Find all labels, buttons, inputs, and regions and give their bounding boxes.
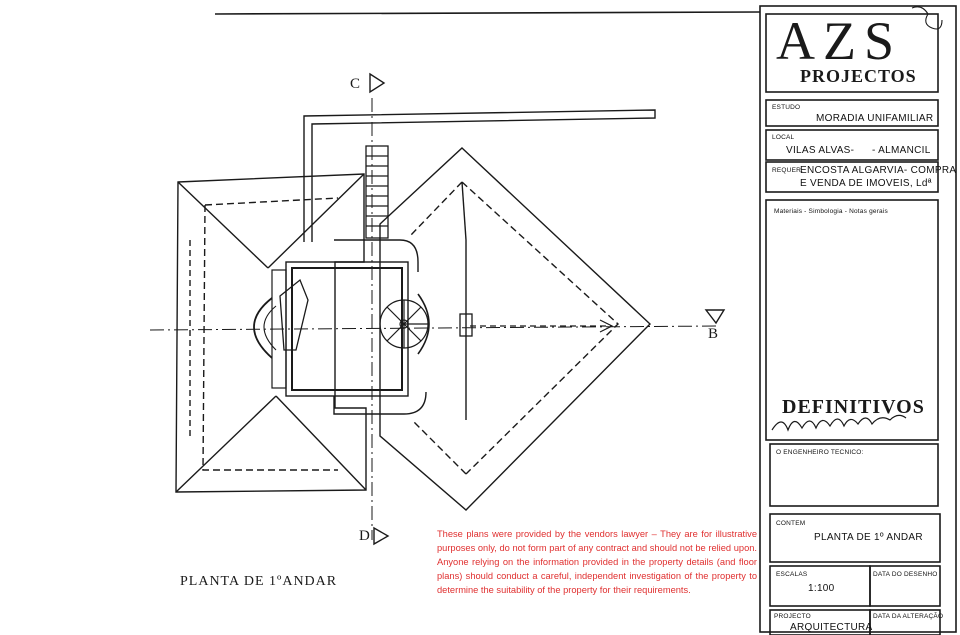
corner-stamp	[911, 6, 943, 30]
requer-value-1: ENCOSTA ALGARVIA- COMPRA	[800, 165, 957, 176]
section-d-label: D	[359, 528, 370, 544]
bathroom-fixture	[279, 278, 309, 351]
company-logo: AZS	[776, 11, 903, 71]
section-c-arrow	[369, 72, 386, 94]
status-stamp: DEFINITIVOS	[782, 396, 925, 418]
sheet-top-border	[214, 11, 761, 15]
projecto-value: ARQUITECTURA	[790, 622, 873, 633]
contem-value: PLANTA DE 1º ANDAR	[814, 532, 923, 543]
company-logo-sub: PROJECTOS	[800, 66, 917, 86]
escalas-label: ESCALAS	[776, 571, 808, 578]
central-rooms	[271, 239, 427, 415]
disclaimer-text: These plans were provided by the vendors…	[437, 529, 757, 595]
estudo-value: MORADIA UNIFAMILIAR	[816, 113, 934, 124]
requer-label: REQUER.	[772, 167, 804, 174]
section-c-label: C	[350, 76, 361, 92]
section-line-b	[149, 325, 721, 331]
estudo-label: ESTUDO	[772, 104, 801, 111]
escala-value: 1:100	[808, 583, 835, 594]
chimney	[365, 145, 389, 239]
contem-label: CONTEM	[776, 520, 806, 527]
right-roof	[379, 147, 652, 511]
plan-title: PLANTA DE 1ºANDAR	[180, 574, 338, 589]
spiral-stair	[379, 293, 430, 355]
materiais-label: Materiais - Simbologia - Notas gerais	[774, 208, 888, 215]
terrace-wall	[303, 109, 656, 242]
left-roof	[175, 173, 367, 493]
column	[459, 313, 473, 337]
data-alteracao-label: DATA DA ALTERAÇÃO	[873, 613, 944, 620]
section-b-arrow	[704, 309, 726, 325]
data-desenho-label: DATA DO DESENHO	[873, 571, 938, 578]
requer-value-2: E VENDA DE IMOVEIS, Ldª	[800, 178, 932, 189]
projecto-label: PROJECTO	[774, 613, 811, 620]
left-bay	[253, 297, 273, 359]
local-value-1: VILAS ALVAS-	[786, 145, 855, 156]
section-b-label: B	[708, 326, 719, 342]
local-label: LOCAL	[772, 134, 795, 141]
engineer-label: O ENGENHEIRO TECNICO:	[776, 449, 864, 456]
local-value-2: - ALMANCIL	[872, 145, 931, 156]
section-d-arrow	[373, 526, 390, 546]
title-block-frame	[759, 5, 957, 635]
signature	[771, 414, 907, 432]
